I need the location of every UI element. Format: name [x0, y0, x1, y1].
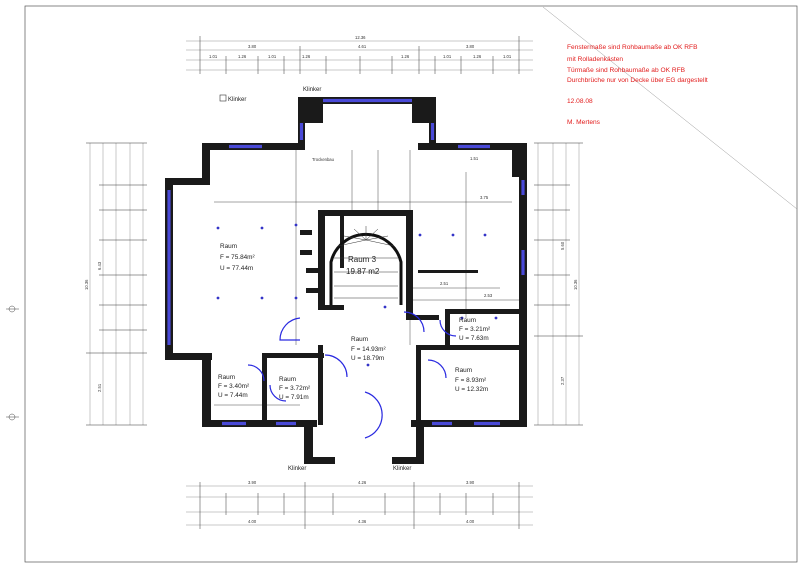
dim-top-r3-7: 1.26	[473, 54, 482, 59]
dim-left-a: 6.43	[97, 261, 102, 270]
dim-inner-a: 1.51	[470, 156, 479, 161]
exterior-walls	[165, 97, 527, 464]
room-2-area: 19.87 m2	[346, 267, 380, 276]
dim-left-c: 10.36	[84, 279, 89, 290]
dimension-chains-top: 12.36 3.80 4.61 3.80 1.01 1.26 1.01 1.26…	[186, 35, 533, 74]
room-2-name: Raum 3	[348, 255, 377, 264]
room-7-perimeter: U = 7.91m	[279, 394, 309, 401]
doors	[247, 311, 457, 439]
dim-right-c: 10.36	[573, 279, 578, 290]
dimension-chains-right: 5.60 2.37 10.36	[534, 142, 583, 426]
dim-bottom-e: 4.36	[358, 519, 367, 524]
dim-top-overall: 12.36	[355, 35, 366, 40]
note-line-1: Fenstermaße sind Rohbaumaße ab OK RFB	[567, 44, 698, 51]
dim-bottom-c: 3.90	[466, 480, 475, 485]
room-3-area: F = 14.93m²	[351, 346, 386, 353]
dim-right-b: 2.37	[560, 376, 565, 385]
dim-top-r3-8: 1.01	[503, 54, 512, 59]
note-date: 12.08.08	[567, 98, 593, 105]
dim-top-r3-4: 1.26	[302, 54, 311, 59]
note-line-3: Türmaße sind Rohbaumaße ab OK RFB	[567, 67, 686, 74]
label-klinker-bottom-2: Klinker	[393, 466, 411, 472]
note-line-4: Durchbrüche nur von Decke über EG darges…	[567, 77, 708, 84]
room-3-perimeter: U = 18.79m	[351, 355, 384, 362]
room-7-name: Raum	[279, 376, 296, 383]
door-right-room	[439, 319, 457, 337]
drawing-notes: Fenstermaße sind Rohbaumaße ab OK RFB mi…	[567, 44, 708, 126]
label-klinker-top: Klinker	[303, 87, 321, 93]
interior-walls	[262, 210, 519, 425]
room-4-area: F = 3.21m²	[459, 326, 490, 333]
dim-top-r3-5: 1.26	[401, 54, 410, 59]
door-right-lower	[427, 359, 447, 379]
room-6-area: F = 3.40m²	[218, 383, 249, 390]
room-6-name: Raum	[218, 374, 235, 381]
door-hall-left	[324, 354, 348, 378]
dimension-chains-left: 6.43 2.51 10.36	[84, 142, 147, 426]
room-6-perimeter: U = 7.44m	[218, 392, 248, 399]
room-5-name: Raum	[455, 367, 472, 374]
note-line-2: mit Rolladenkästen	[567, 56, 623, 63]
door-bottom-left	[269, 384, 287, 402]
dim-top-r3-2: 1.26	[238, 54, 247, 59]
sheet-frame	[6, 5, 798, 563]
material-labels: Klinker Klinker Klinker Klinker Trockenb…	[219, 87, 411, 472]
room-1-area: F = 75.84m²	[220, 254, 255, 261]
dim-bottom-d: 4.00	[248, 519, 257, 524]
dim-right-a: 5.60	[560, 241, 565, 250]
door-bath	[403, 311, 425, 333]
ceiling-points	[216, 223, 498, 367]
dimension-chains-bottom: 3.90 4.26 3.90 4.00 4.36 4.00	[186, 480, 533, 529]
room-4-perimeter: U = 7.63m	[459, 335, 489, 342]
dim-bottom-b: 4.26	[358, 480, 367, 485]
door-entry	[364, 391, 383, 439]
windows	[167, 98, 525, 426]
room-1-perimeter: U = 77.44m	[220, 265, 253, 272]
label-trockenbau: Trockenbau	[312, 157, 335, 162]
label-klinker-bottom-1: Klinker	[288, 466, 306, 472]
dim-left-b: 2.51	[97, 383, 102, 392]
room-5-perimeter: U = 12.32m	[455, 386, 488, 393]
dim-inner-b: 3.75	[480, 195, 489, 200]
dim-top-r3-3: 1.01	[268, 54, 277, 59]
dim-top-b: 4.61	[358, 44, 367, 49]
door-small-left	[247, 364, 265, 382]
dim-inner-d: 2.53	[484, 293, 493, 298]
room-3-name: Raum	[351, 336, 368, 343]
dim-top-r3-6: 1.01	[443, 54, 452, 59]
note-author: M. Mertens	[567, 119, 601, 126]
staircase	[329, 226, 403, 305]
dim-bottom-a: 3.90	[248, 480, 257, 485]
room-labels: Raum F = 75.84m² U = 77.44m Raum 3 19.87…	[218, 243, 490, 401]
dim-top-c: 3.80	[466, 44, 475, 49]
room-7-area: F = 3.72m²	[279, 385, 310, 392]
dim-top-a: 3.80	[248, 44, 257, 49]
room-1-name: Raum	[220, 243, 237, 250]
door-main-room	[279, 317, 301, 341]
dim-top-r3-1: 1.01	[209, 54, 218, 59]
inner-dimensions: 1.51 3.75 2.51 2.53	[214, 150, 520, 406]
label-klinker-left: Klinker	[228, 97, 246, 103]
dim-inner-c: 2.51	[440, 281, 449, 286]
room-5-area: F = 8.93m²	[455, 377, 486, 384]
room-4-name: Raum	[459, 317, 476, 324]
dim-bottom-f: 4.00	[466, 519, 475, 524]
